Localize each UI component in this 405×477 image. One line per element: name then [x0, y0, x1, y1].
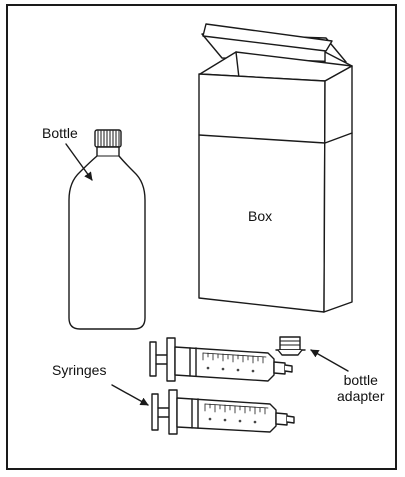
syringe-top — [149, 337, 293, 382]
box-lid-top — [202, 23, 333, 52]
bottle-adapter-illustration — [275, 336, 306, 356]
box-illustration — [198, 23, 353, 313]
syringes-label: Syringes — [52, 362, 107, 378]
syringe-bottom — [151, 389, 295, 435]
bottle-pointer-arrow — [65, 143, 93, 181]
bottle-cap-ribs — [97, 130, 120, 147]
bottle-illustration — [68, 129, 146, 330]
bottle-cap — [94, 129, 122, 148]
syringe-top-graduations — [202, 352, 267, 373]
bottle-body — [68, 146, 146, 330]
box-inner-edge — [235, 51, 240, 79]
box-front-face — [198, 73, 326, 313]
adapter-pointer-arrow — [310, 349, 349, 372]
box-label: Box — [248, 208, 273, 224]
bottle-adapter-label: bottle adapter — [337, 372, 385, 404]
syringes-pointer-arrow — [111, 384, 149, 406]
box-fold-line — [198, 132, 353, 144]
box-side-face — [323, 65, 353, 313]
syringe-bottom-graduations — [204, 403, 269, 424]
bottle-label: Bottle — [42, 125, 78, 141]
